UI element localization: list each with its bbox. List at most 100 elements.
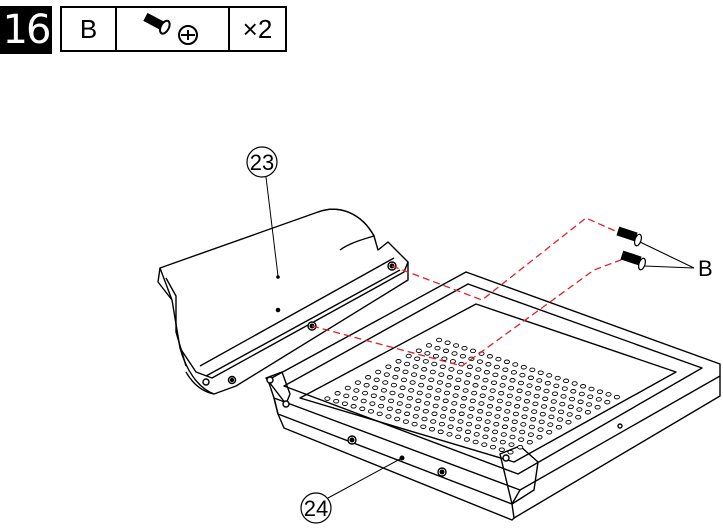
perforation-hole — [434, 395, 441, 401]
perforation-hole — [382, 380, 389, 385]
perforation-hole — [576, 407, 583, 412]
perforation-hole — [442, 348, 450, 354]
perforation-hole — [441, 356, 448, 361]
fastener-letter: B — [62, 8, 117, 50]
perforation-hole — [520, 364, 527, 370]
perforation-hole — [554, 375, 561, 381]
perforation-hole — [353, 388, 360, 393]
perforation-hole — [421, 367, 428, 372]
perforation-hole — [341, 401, 348, 406]
perforation-hole — [439, 364, 446, 369]
perforation-hole — [511, 419, 518, 424]
perforation-hole — [528, 424, 535, 430]
perforation-hole — [575, 414, 582, 420]
perforation-hole — [485, 362, 492, 367]
perforation-hole — [354, 380, 361, 385]
perforation-hole — [479, 393, 486, 398]
perforation-hole — [446, 375, 453, 380]
perforation-hole — [466, 364, 473, 370]
callout-23: 23 — [246, 146, 280, 279]
perforation-hole — [542, 396, 549, 402]
perforation-hole — [551, 391, 559, 396]
perforation-hole — [372, 385, 379, 391]
perforation-hole — [334, 391, 341, 396]
perforation-hole — [540, 404, 548, 409]
step-number-badge: 16 — [0, 6, 52, 54]
perforation-hole — [544, 380, 551, 386]
perforation-hole — [481, 385, 488, 391]
perforation-hole — [475, 416, 483, 422]
perforation-hole — [477, 409, 484, 414]
perforation-hole — [517, 444, 524, 450]
perforation-hole — [493, 364, 500, 370]
perforation-hole — [385, 364, 392, 369]
perforation-hole — [526, 439, 533, 445]
parts-table: B ×2 — [60, 6, 287, 52]
cover-panel-part-23 — [157, 208, 409, 395]
perforation-hole — [580, 384, 587, 389]
perforation-hole — [520, 422, 527, 427]
perforation-hole — [566, 412, 573, 417]
perforation-hole — [389, 390, 396, 396]
perforation-hole — [386, 406, 393, 411]
perforation-hole — [504, 409, 511, 414]
perforation-hole — [512, 362, 519, 367]
perforation-hole — [526, 383, 533, 388]
perforation-hole — [519, 429, 526, 435]
perforation-hole — [432, 403, 439, 409]
perforation-hole — [404, 361, 411, 367]
fastener-quantity: ×2 — [242, 13, 273, 44]
perforation-hole — [515, 396, 522, 401]
perforation-hole — [468, 406, 475, 411]
perforation-hole — [471, 390, 478, 396]
perforation-hole — [529, 367, 536, 373]
perforation-hole — [421, 416, 428, 422]
perforation-hole — [578, 391, 585, 397]
perforation-hole — [613, 394, 620, 400]
screw-b-upper — [616, 226, 643, 247]
perforation-hole — [411, 372, 418, 377]
perforation-hole — [359, 406, 366, 412]
perforation-hole — [360, 398, 367, 404]
perforation-hole — [547, 422, 554, 427]
perforation-hole — [605, 392, 612, 397]
perforation-hole — [424, 401, 431, 406]
perforation-hole — [517, 380, 525, 386]
perforation-hole — [446, 432, 453, 437]
perforation-hole — [408, 388, 415, 393]
perforation-hole — [486, 354, 493, 359]
perforation-hole — [491, 437, 498, 442]
perforation-hole — [512, 411, 519, 417]
perforation-hole — [543, 388, 550, 394]
perforation-hole — [503, 416, 510, 422]
perforation-hole — [390, 382, 397, 388]
perforation-hole — [488, 396, 495, 401]
perforation-hole — [415, 398, 422, 404]
perforation-hole — [537, 427, 544, 432]
perforation-hole — [492, 429, 499, 435]
perforation-hole — [499, 439, 506, 445]
perforation-hole — [496, 398, 503, 404]
perforation-hole — [436, 380, 443, 385]
screw-icon-cell — [117, 8, 230, 50]
perforation-hole — [533, 393, 540, 399]
perforation-hole — [420, 424, 427, 429]
perforation-hole — [445, 382, 452, 388]
perforation-hole — [558, 409, 565, 415]
perforation-hole — [431, 361, 438, 367]
perforation-hole — [395, 359, 402, 364]
perforation-hole — [422, 359, 429, 364]
perforation-hole — [467, 414, 474, 419]
perforation-hole — [509, 378, 516, 383]
perforation-hole — [508, 385, 515, 391]
perforation-hole — [536, 434, 543, 440]
perforation-hole — [483, 369, 490, 375]
perforation-hole — [451, 351, 458, 356]
perforation-hole — [395, 409, 402, 414]
perforation-hole — [434, 345, 441, 351]
perforation-hole — [452, 393, 459, 398]
perforation-hole — [595, 397, 602, 402]
perforation-hole — [455, 434, 462, 440]
perforation-hole — [424, 351, 431, 356]
perforation-hole — [351, 396, 359, 401]
